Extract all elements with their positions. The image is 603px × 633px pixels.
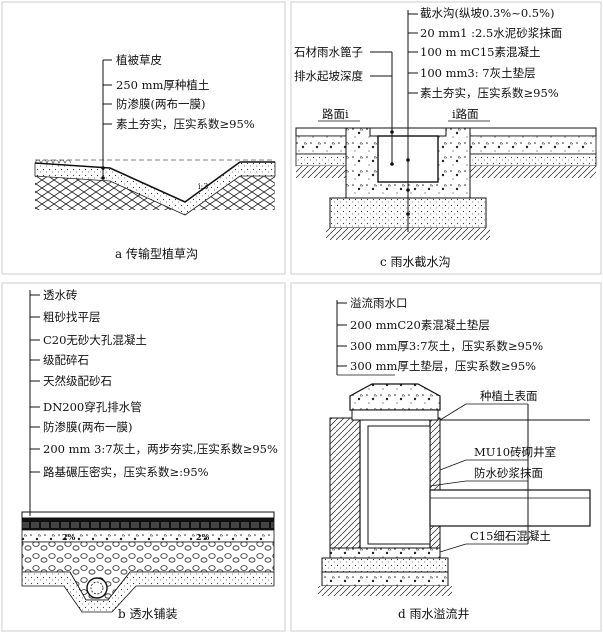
panel-c-frame — [290, 1, 602, 275]
panel-b-label-3: 级配碎石 — [43, 353, 89, 367]
panel-c-drawing — [295, 10, 597, 240]
panel-b-label-7: 200 mm 3:7灰土，两步夯实,压实系数≥95% — [43, 442, 278, 456]
panel-a-label-3: 素土夯实，压实系数≥95% — [116, 117, 255, 131]
panel-c-left-label-1: 排水起坡深度 — [294, 69, 363, 83]
panel-a-label-2: 防渗膜(两布一膜) — [116, 97, 205, 111]
panel-a-label-1: 250 mm厚种植土 — [116, 78, 209, 92]
panel-b-label-8: 路基碾压密实，压实系数≥:95% — [43, 465, 209, 479]
panel-d-right-label-3: C15细石混凝土 — [470, 529, 551, 543]
panel-d-caption: d 雨水溢流井 — [398, 607, 470, 621]
panel-b-slope-left: 2% — [62, 532, 76, 542]
panel-b-slope-right: 2% — [196, 532, 210, 542]
panel-d-frame — [290, 282, 602, 632]
panel-c-right-label-0: 截水沟(纵坡0.3%~0.5%) — [420, 6, 555, 20]
panel-b-caption: b 透水铺装 — [118, 607, 178, 621]
panel-b-label-4: 天然级配砂石 — [43, 374, 112, 388]
panel-d-right-label-0: 种植土表面 — [480, 389, 538, 403]
panel-b-label-6: 防渗膜(两布一膜) — [43, 420, 132, 434]
panel-b-label-5: DN200穿孔排水管 — [43, 400, 142, 414]
panel-a-slope: i:3 — [198, 182, 208, 191]
panel-c-right-label-1: 20 mm1 :2.5水泥砂浆抹面 — [420, 26, 562, 40]
panel-a-frame — [1, 1, 286, 275]
panel-b-frame — [1, 282, 286, 632]
panel-c-right-label-4: 素土夯实，压实系数≥95% — [420, 86, 559, 100]
panel-c-road-right: i路面 — [452, 107, 479, 121]
panel-d-top-label-1: 200 mmC20素混凝土垫层 — [350, 318, 490, 332]
panel-c-road-left: 路面i — [322, 107, 349, 121]
panel-b-drawing — [21, 290, 275, 613]
panel-a-caption: a 传输型植草沟 — [115, 246, 198, 261]
panel-b-label-1: 粗砂找平层 — [43, 310, 101, 324]
panel-c-right-label-3: 100 mm3: 7灰土垫层 — [420, 66, 536, 80]
panel-c-caption: c 雨水截水沟 — [380, 255, 451, 269]
panel-d-top-label-2: 300 mm厚3:7灰土，压实系数≥95% — [350, 339, 543, 353]
panel-a-label-0: 植被草皮 — [116, 53, 162, 67]
panel-d-right-label-1: MU10砖砌井室 — [474, 445, 556, 459]
panel-b-label-0: 透水砖 — [43, 288, 78, 302]
panel-d-drawing — [318, 300, 591, 596]
panel-b-label-2: C20无砂大孔混凝土 — [43, 333, 147, 347]
panel-c-left-label-0: 石材雨水篦子 — [294, 45, 363, 59]
panel-c-right-label-2: 100 m mC15素混凝土 — [420, 45, 541, 59]
panel-a-drawing — [34, 59, 276, 216]
panel-d-right-label-2: 防水砂浆抹面 — [474, 466, 543, 480]
panel-d-top-label-0: 溢流雨水口 — [350, 296, 408, 310]
panel-d-top-label-3: 300 mm厚土垫层，压实系数≥95% — [350, 359, 536, 373]
